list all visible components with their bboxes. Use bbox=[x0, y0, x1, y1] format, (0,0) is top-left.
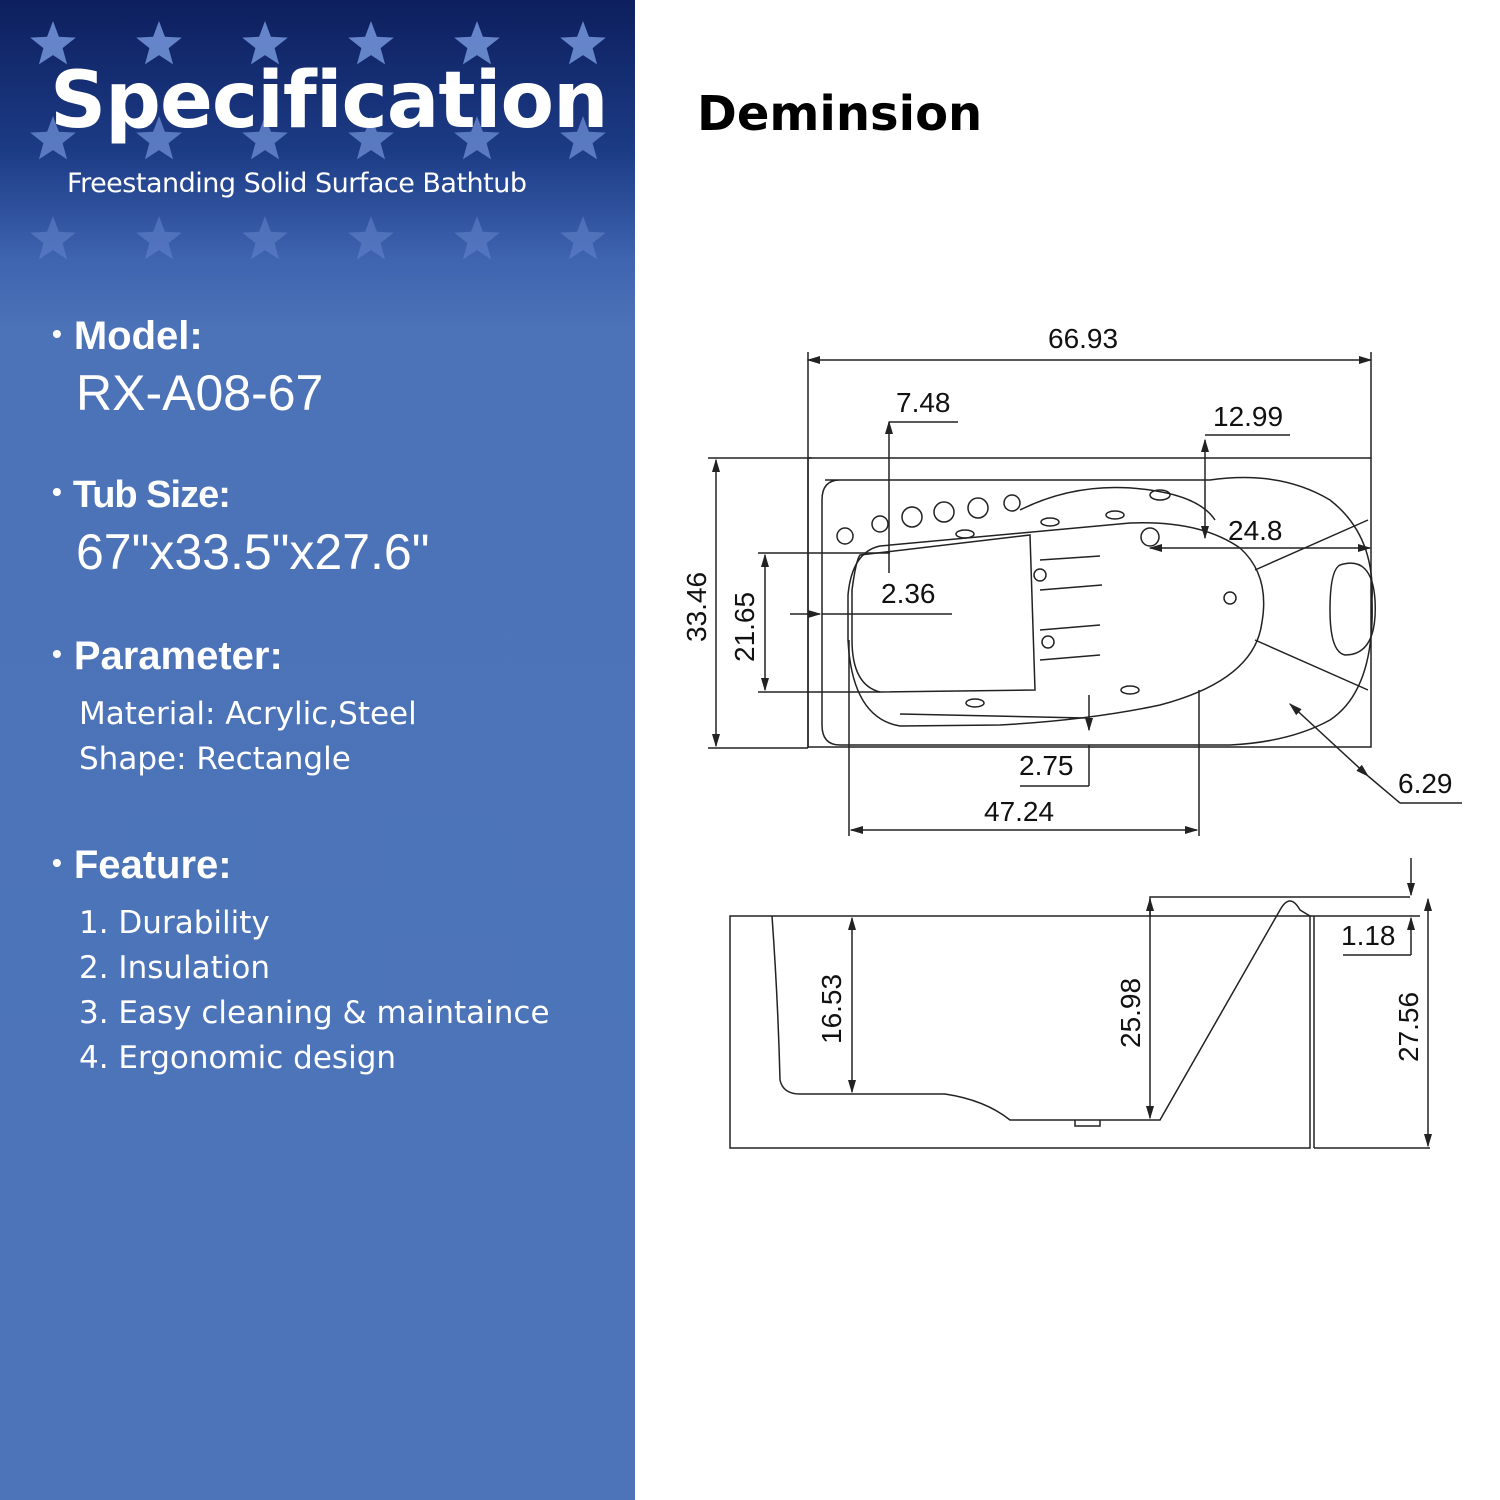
bullet-dot-icon: • bbox=[52, 847, 62, 878]
headrest bbox=[1329, 562, 1376, 656]
bullet-dot-icon: • bbox=[52, 318, 62, 349]
stars-decoration bbox=[30, 21, 606, 260]
feature-item: 3. Easy cleaning & maintaince bbox=[79, 995, 550, 1031]
top-view-dimension-lines bbox=[708, 352, 1462, 836]
dim-end-gap: 2.36 bbox=[881, 578, 936, 609]
seat-curve bbox=[1019, 486, 1216, 521]
tub-rim bbox=[821, 476, 1373, 746]
jet-icon bbox=[933, 501, 955, 523]
model-value: RX-A08-67 bbox=[76, 365, 324, 421]
front-rim-line bbox=[899, 713, 1086, 719]
star-icon bbox=[242, 216, 288, 260]
model-label: Model: bbox=[73, 314, 203, 358]
dim-rim-drop: 1.18 bbox=[1341, 920, 1396, 951]
jet-icon bbox=[1033, 568, 1047, 582]
star-icon bbox=[30, 216, 76, 260]
star-icon bbox=[348, 21, 394, 65]
rim-extension bbox=[1149, 896, 1430, 1149]
jet-icon bbox=[955, 529, 975, 539]
parameter-shape: Shape: Rectangle bbox=[79, 741, 351, 777]
dim-inner-depth: 16.53 bbox=[816, 974, 847, 1044]
star-icon bbox=[454, 21, 500, 65]
jet-icon bbox=[967, 497, 989, 519]
tub-size-label: Tub Size: bbox=[72, 474, 231, 516]
side-outline bbox=[729, 915, 1311, 1149]
star-icon bbox=[136, 216, 182, 260]
dim-overall-height: 27.56 bbox=[1393, 992, 1424, 1062]
star-icon bbox=[136, 21, 182, 65]
dimension-heading: Deminsion bbox=[697, 86, 983, 142]
side-view bbox=[729, 896, 1430, 1149]
jet-icon bbox=[1223, 591, 1237, 605]
spec-subtitle: Freestanding Solid Surface Bathtub bbox=[67, 168, 527, 199]
feature-label: Feature: bbox=[73, 843, 232, 887]
parameter-label: Parameter: bbox=[73, 634, 283, 678]
jet-icon bbox=[871, 515, 889, 533]
jet-icon bbox=[1120, 685, 1140, 695]
side-view-dimension-labels: 1.18 16.53 25.98 27.56 bbox=[816, 920, 1424, 1062]
star-icon bbox=[348, 116, 394, 160]
star-icon bbox=[560, 216, 606, 260]
side-view-dimension-lines bbox=[847, 858, 1433, 1148]
model-heading: • Model: bbox=[52, 316, 203, 356]
drain-bump bbox=[1074, 1120, 1101, 1127]
star-icon bbox=[242, 116, 288, 160]
jet-lines bbox=[1039, 555, 1103, 661]
dim-front-offset: 7.48 bbox=[896, 387, 951, 418]
spec-title: Specification bbox=[50, 56, 609, 146]
tub-size-heading: • Tub Size: bbox=[52, 474, 231, 516]
star-icon bbox=[30, 21, 76, 65]
star-icon bbox=[136, 116, 182, 160]
feature-item: 4. Ergonomic design bbox=[79, 1040, 397, 1076]
star-icon bbox=[242, 21, 288, 65]
star-icon bbox=[348, 216, 394, 260]
jet-icon bbox=[1149, 489, 1171, 501]
dim-overall-length: 66.93 bbox=[1048, 323, 1118, 354]
star-icon bbox=[560, 116, 606, 160]
drain-icon bbox=[1140, 527, 1160, 547]
feature-item: 1. Durability bbox=[79, 905, 270, 941]
dim-overall-width: 33.46 bbox=[681, 572, 712, 642]
bullet-dot-icon: • bbox=[52, 476, 62, 507]
dim-corner: 6.29 bbox=[1398, 768, 1453, 799]
tub-size-value: 67"x33.5"x27.6" bbox=[76, 524, 430, 580]
dim-basin-width: 21.65 bbox=[729, 592, 760, 662]
star-icon bbox=[454, 116, 500, 160]
jet-icon bbox=[901, 506, 923, 528]
jet-icon bbox=[1105, 510, 1125, 520]
specification-panel: Specification Freestanding Solid Surface… bbox=[0, 0, 635, 1500]
jet-icon bbox=[1040, 517, 1060, 527]
dim-back-offset: 12.99 bbox=[1213, 401, 1283, 432]
dim-side-gap: 2.75 bbox=[1019, 750, 1074, 781]
parameter-heading: • Parameter: bbox=[52, 636, 283, 676]
jet-icon bbox=[1003, 494, 1021, 512]
star-icon bbox=[454, 216, 500, 260]
bullet-dot-icon: • bbox=[52, 638, 62, 669]
dim-backrest-depth: 25.98 bbox=[1115, 978, 1146, 1048]
dim-inner-width: 24.8 bbox=[1228, 515, 1283, 546]
jet-icon bbox=[836, 527, 854, 545]
inner-profile bbox=[771, 900, 1311, 1121]
parameter-material: Material: Acrylic,Steel bbox=[79, 696, 417, 732]
star-icon bbox=[560, 21, 606, 65]
dim-basin-length: 47.24 bbox=[984, 796, 1054, 827]
feature-item: 2. Insulation bbox=[79, 950, 271, 986]
jet-icon bbox=[1041, 635, 1055, 649]
jet-icon bbox=[965, 698, 985, 708]
star-icon bbox=[30, 116, 76, 160]
top-view-dimension-labels: 66.93 7.48 12.99 24.8 2.36 33.46 21.65 2… bbox=[681, 323, 1453, 827]
basin-outline bbox=[847, 521, 1265, 727]
feature-heading: • Feature: bbox=[52, 845, 232, 885]
